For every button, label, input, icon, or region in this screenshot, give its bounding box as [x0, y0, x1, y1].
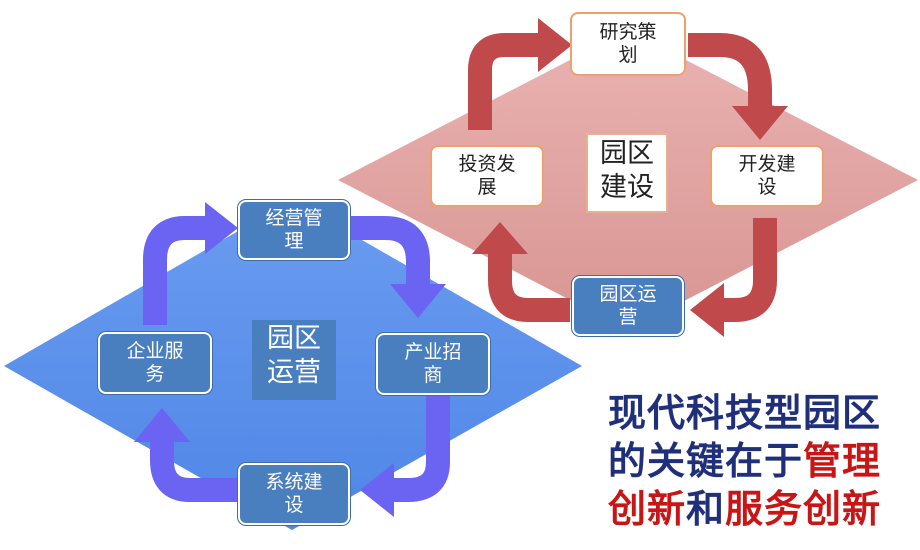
headline-text-3c: 服务创新 — [725, 487, 882, 531]
center-park-construction: 园区 建设 — [586, 133, 668, 213]
node-label-line2: 划 — [618, 44, 638, 66]
arrow-top-to-right — [688, 33, 788, 140]
node-investment-attraction: 产业招 商 — [376, 333, 490, 395]
node-label-line2: 设 — [284, 494, 304, 516]
arrow-bottom-to-left — [472, 222, 570, 322]
center-label-line2: 运营 — [267, 357, 321, 388]
node-business-management: 经营管 理 — [238, 200, 350, 260]
node-label-line2: 展 — [477, 176, 497, 198]
purple-cycle-arrows — [134, 202, 450, 517]
node-park-operation: 园区运 营 — [572, 276, 684, 336]
node-label-line1: 产业招 — [404, 341, 462, 363]
center-label-line1: 园区 — [267, 323, 321, 354]
node-development-construction: 开发建 设 — [710, 145, 824, 207]
arrow-left-to-top — [468, 18, 572, 130]
node-label-line1: 企业服 — [126, 340, 184, 362]
node-enterprise-service: 企业服 务 — [98, 332, 212, 394]
arrow-right-to-bottom-blue — [360, 395, 450, 517]
center-label-line2: 建设 — [600, 172, 654, 203]
node-research-planning: 研究策 划 — [570, 12, 686, 76]
arrow-right-to-bottom — [690, 218, 777, 337]
node-label-line1: 开发建 — [738, 153, 796, 175]
center-park-operation: 园区 运营 — [252, 320, 336, 400]
node-label-line1: 经营管 — [265, 207, 323, 229]
headline-line-1: 现代科技型园区 — [608, 390, 881, 436]
node-system-construction: 系统建 设 — [238, 463, 350, 525]
node-label-line2: 商 — [423, 364, 443, 386]
headline-text-1: 现代科技型园区 — [608, 391, 882, 435]
node-label-line1: 投资发 — [458, 153, 516, 175]
node-label-line1: 研究策 — [599, 21, 657, 43]
arrow-left-to-top-blue — [143, 202, 238, 325]
node-label-line1: 系统建 — [265, 471, 323, 493]
headline-line-3: 创新和服务创新 — [608, 486, 881, 532]
headline-text-2b: 管理 — [803, 439, 882, 483]
headline-text-2a: 的关键在于 — [608, 439, 804, 483]
node-investment-development: 投资发 展 — [430, 145, 544, 207]
red-cycle-arrows — [468, 18, 788, 337]
node-label-line2: 理 — [284, 230, 304, 252]
arrow-bottom-to-left-blue — [134, 408, 238, 502]
node-label-line2: 设 — [757, 176, 777, 198]
headline-line-2: 的关键在于管理 — [608, 438, 881, 484]
node-label-line2: 务 — [145, 363, 165, 385]
node-label-line2: 营 — [618, 306, 638, 328]
headline-text-3a: 创新 — [608, 487, 687, 531]
center-label-line1: 园区 — [600, 138, 654, 169]
headline-text-3b: 和 — [686, 487, 726, 531]
arrow-top-to-right-blue — [350, 216, 446, 318]
node-label-line1: 园区运 — [599, 283, 657, 305]
